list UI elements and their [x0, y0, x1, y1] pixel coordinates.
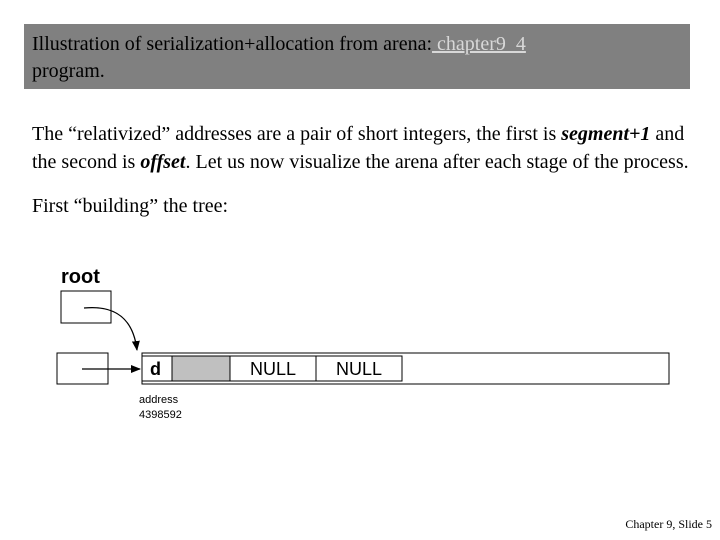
root-label: root: [61, 266, 100, 288]
p1-text-c: and the second is: [32, 123, 685, 173]
left-child-value: NULL: [250, 359, 296, 379]
right-child-cell: [315, 355, 403, 382]
p1-text-e: . Let us now visualize the arena after e…: [185, 151, 689, 173]
chapter-link[interactable]: chapter9_4: [432, 33, 526, 55]
address-value: 4398592: [139, 409, 182, 421]
padding-cell: [171, 355, 231, 382]
slide-body: The “relativized” addresses are a pair o…: [32, 120, 692, 220]
right-child-value: NULL: [336, 359, 382, 379]
node-value: d: [150, 359, 161, 379]
node-value-cell: [141, 355, 173, 382]
offset-term: offset: [140, 151, 186, 173]
address-label: address: [139, 394, 179, 406]
slide-footer: Chapter 9, Slide 5: [625, 517, 712, 531]
title-suffix: program.: [32, 60, 105, 82]
title-prefix: Illustration of serialization+allocation…: [32, 33, 433, 55]
root-pointer-box: [60, 290, 112, 324]
slide-title: Illustration of serialization+allocation…: [24, 24, 690, 89]
segment-term: segment+1: [561, 123, 651, 145]
p1-text-a: The “relativized” addresses are a pair o…: [32, 123, 562, 145]
paragraph-1: The “relativized” addresses are a pair o…: [32, 120, 692, 176]
left-child-cell: [229, 355, 317, 382]
paragraph-2: First “building” the tree:: [32, 195, 229, 217]
root-pointer-arrow: [83, 306, 140, 351]
